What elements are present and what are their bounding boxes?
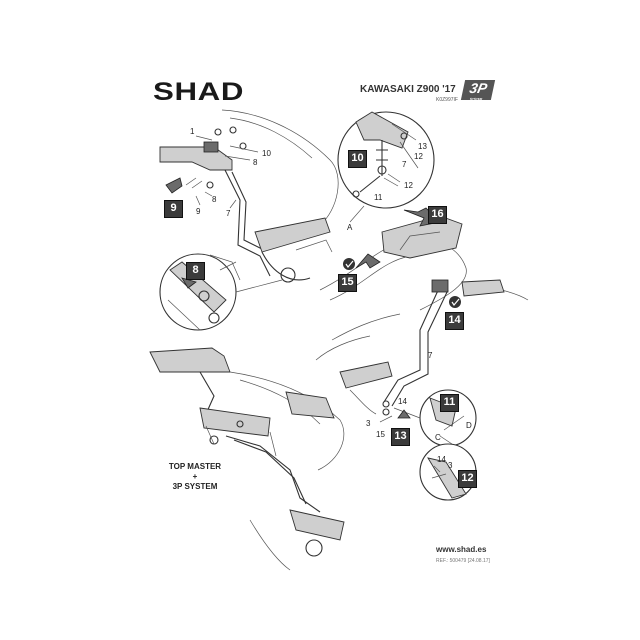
top-master-line1: TOP MASTER [168,462,222,471]
callout-13-top: 13 [418,142,427,151]
callout-A: A [347,223,353,232]
step-15: 15 [338,274,357,292]
callout-8-bottom: 8 [212,195,217,204]
callout-C: C [435,433,441,442]
step-16: 16 [428,206,447,224]
callout-10: 10 [262,149,271,158]
step-14: 14 [445,312,464,330]
step-9: 9 [164,200,183,218]
top-master-label: TOP MASTER + 3P SYSTEM [160,462,230,492]
step-10: 10 [348,150,367,168]
model-title: KAWASAKI Z900 '17 [360,84,456,95]
callout-14-detail: 14 [437,455,446,464]
callout-11: 11 [374,193,383,202]
callout-D: D [466,421,472,430]
step-13: 13 [391,428,410,446]
callout-1: 1 [190,127,195,136]
callout-7-left: 7 [226,209,231,218]
callout-8-top: 8 [253,158,258,167]
callout-9: 9 [196,207,201,216]
callout-15: 15 [376,430,385,439]
callout-12-top: 12 [414,152,423,161]
step-8: 8 [186,262,205,280]
callout-12-mid: 12 [404,181,413,190]
model-ref-code: K0Z997IF [436,97,458,103]
brand-logo: SHAD [153,78,245,106]
diagram-top-left [159,109,339,331]
document-ref: REF.: 500479 [24.08.17] [436,558,490,564]
step-11: 11 [440,394,459,412]
callout-3: 3 [366,419,371,428]
callout-7-detail: 7 [402,160,407,169]
top-master-line2: 3P SYSTEM [172,482,218,491]
diagram-top-right [337,111,435,223]
callout-14: 14 [398,397,407,406]
step-12: 12 [458,470,477,488]
diagram-bottom-left [149,347,345,571]
callout-3-detail: 3 [448,461,453,470]
callout-7-right: 7 [428,351,433,360]
top-master-plus: + [192,472,198,481]
website-url: www.shad.es [436,545,487,554]
